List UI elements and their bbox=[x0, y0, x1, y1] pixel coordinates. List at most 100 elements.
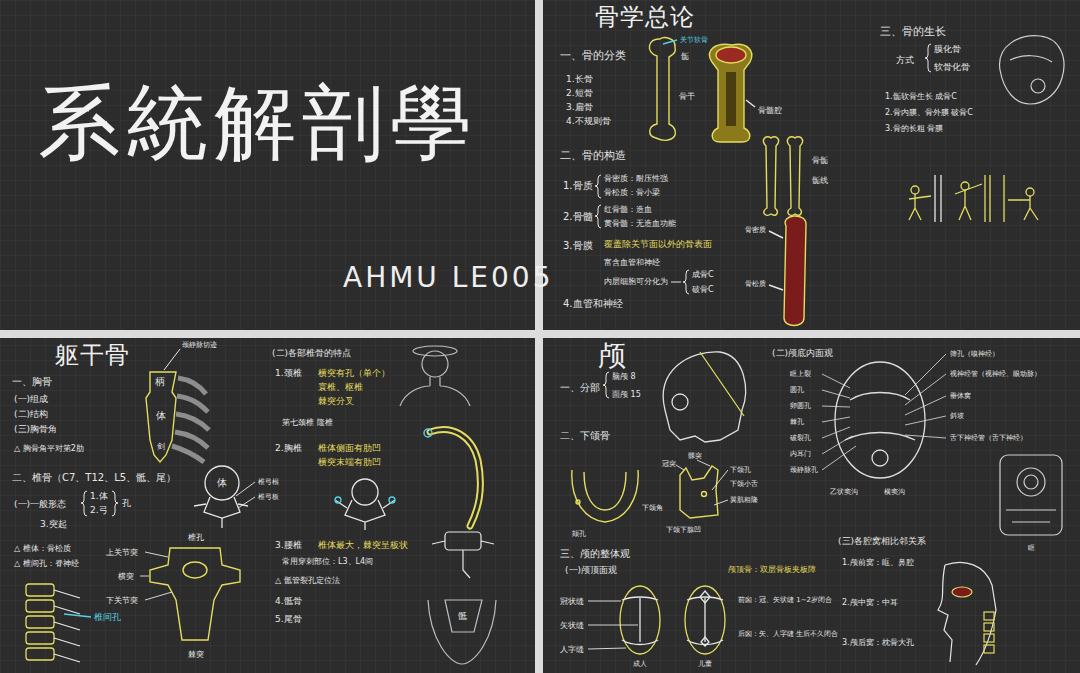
vertebra-back-view bbox=[140, 552, 172, 600]
skull-base-drawing bbox=[835, 362, 925, 478]
skull-top-views bbox=[622, 597, 658, 645]
note-text: 矢状缝 bbox=[560, 621, 584, 630]
growth-figure bbox=[911, 186, 919, 194]
skull-side-view bbox=[672, 394, 688, 410]
note-text: 翼肌粗隆 bbox=[730, 496, 758, 504]
note-text: 柄 bbox=[155, 376, 165, 388]
vertebra-back-view bbox=[150, 548, 240, 640]
head-section-drawing bbox=[984, 634, 994, 642]
orbit-drawing bbox=[1024, 475, 1038, 489]
skull-sketch bbox=[1010, 56, 1052, 62]
long-bone-drawing bbox=[769, 285, 783, 290]
thoracic-vertebra bbox=[389, 497, 395, 503]
slide-credit: AHMU LE005 bbox=[343, 262, 554, 294]
long-bone-drawing bbox=[784, 216, 806, 326]
note-text: 覆盖除关节面以外的骨表面 bbox=[604, 239, 712, 249]
note-text: 破骨C bbox=[692, 285, 714, 294]
note-text: 下颌角 bbox=[642, 504, 663, 512]
note-text: 3.骨的长粗 骨膜 bbox=[885, 124, 943, 133]
note-text: 二、下颌骨 bbox=[560, 430, 610, 442]
note-text: 1.骨质 bbox=[563, 180, 593, 192]
note-text: (三)各腔窝相比邻关系 bbox=[838, 536, 926, 546]
long-bone-drawing bbox=[709, 44, 751, 142]
sternum-drawing bbox=[172, 378, 209, 462]
bracket bbox=[925, 44, 931, 72]
bracket bbox=[683, 270, 689, 294]
orbit-drawing bbox=[1000, 455, 1062, 535]
note-text: 4.骶骨 bbox=[275, 596, 302, 606]
note-text: 骨松质 bbox=[745, 280, 766, 288]
note-text: 骨密质：耐压性强 bbox=[604, 174, 668, 183]
note-text: (一)颅顶面观 bbox=[565, 565, 617, 575]
note-text: 骶 bbox=[458, 611, 467, 621]
thoracic-vertebra bbox=[335, 479, 395, 530]
mandible-drawing bbox=[584, 472, 626, 510]
mandible-drawing bbox=[702, 492, 707, 497]
note-text: 1.颅前窝：眶、鼻腔 bbox=[842, 558, 914, 567]
note-text: 骨骺 bbox=[812, 156, 828, 165]
note-text: (二)结构 bbox=[14, 409, 48, 419]
note-text: (二)颅底内面观 bbox=[772, 348, 833, 358]
note-text: 横突 bbox=[118, 572, 134, 581]
note-text: 椎间孔 bbox=[94, 612, 121, 622]
neck-sketch bbox=[422, 351, 448, 377]
skull-side-view bbox=[663, 352, 745, 442]
sternum-drawing bbox=[164, 349, 180, 370]
bracket bbox=[112, 491, 118, 516]
long-bone-drawing bbox=[649, 38, 806, 326]
head-section-drawing bbox=[984, 623, 994, 631]
spine-side-view bbox=[26, 600, 54, 612]
note-text: 斜坡 bbox=[950, 412, 964, 420]
skull-top-views bbox=[588, 586, 725, 654]
note-text: 1.骺软骨生长 成骨C bbox=[885, 92, 957, 101]
note-text: 一、骨的分类 bbox=[560, 50, 626, 63]
note-text: 眶 bbox=[1028, 544, 1035, 552]
slide-ground bbox=[0, 338, 535, 673]
note-text: 下颌孔 bbox=[730, 466, 751, 474]
note-text: 体 bbox=[156, 410, 166, 422]
slide-panel: 骨学总论 bbox=[543, 0, 1080, 330]
note-text: 乙状窦沟 bbox=[830, 488, 858, 496]
spine-side-view bbox=[64, 614, 91, 617]
note-text: 骨松质：骨小梁 bbox=[604, 188, 660, 197]
note-text: 舌下神经管（舌下神经） bbox=[950, 434, 1027, 442]
note-text: 2.短骨 bbox=[566, 88, 593, 98]
long-bone-drawing bbox=[716, 47, 746, 63]
note-text: 红骨髓：造血 bbox=[604, 205, 652, 214]
note-text: 冠突 bbox=[662, 460, 676, 468]
note-text: (一)一般形态 bbox=[14, 499, 66, 509]
note-text: 冠状缝 bbox=[560, 597, 584, 606]
mandible-drawing bbox=[572, 460, 728, 522]
note-text: 1.长骨 bbox=[566, 74, 593, 84]
skull-sketch bbox=[1000, 36, 1064, 104]
note-text: 黄骨髓：无造血功能 bbox=[604, 219, 676, 228]
note-text: 人字缝 bbox=[560, 645, 584, 654]
note-text: 3.骨膜 bbox=[563, 240, 593, 252]
neck-sketch bbox=[400, 346, 470, 406]
note-text: 二、骨的构造 bbox=[560, 150, 626, 163]
note-text: 后囟：矢、人字缝 生后不久闭合 bbox=[738, 630, 838, 638]
rib-drawing bbox=[430, 430, 480, 526]
bracket bbox=[603, 372, 609, 398]
bracket bbox=[595, 205, 601, 228]
note-text: 棘孔 bbox=[790, 418, 804, 426]
vertebra-back-view bbox=[183, 562, 207, 578]
note-text: 三、骨的生长 bbox=[880, 26, 946, 39]
sternum-drawing bbox=[146, 372, 176, 462]
note-text: 脑颅 8 bbox=[612, 372, 636, 381]
note-text: 面颅 15 bbox=[612, 390, 641, 399]
note-text: 下关节突 bbox=[106, 596, 138, 605]
spine-side-view bbox=[26, 584, 54, 596]
note-text: 横突末端有肋凹 bbox=[318, 457, 381, 467]
note-text: 孔 bbox=[122, 498, 131, 508]
bracket bbox=[81, 491, 87, 516]
note-text: 卵圆孔 bbox=[790, 402, 811, 410]
note-text: 三、颅的整体观 bbox=[560, 548, 630, 560]
note-text: 2.胸椎 bbox=[275, 443, 302, 453]
growth-figure bbox=[1026, 188, 1034, 196]
growth-figure bbox=[1003, 175, 1004, 222]
note-text: 骺 bbox=[681, 52, 689, 61]
note-text: 横窦沟 bbox=[884, 488, 905, 496]
note-text: 颈静脉切迹 bbox=[182, 341, 217, 349]
